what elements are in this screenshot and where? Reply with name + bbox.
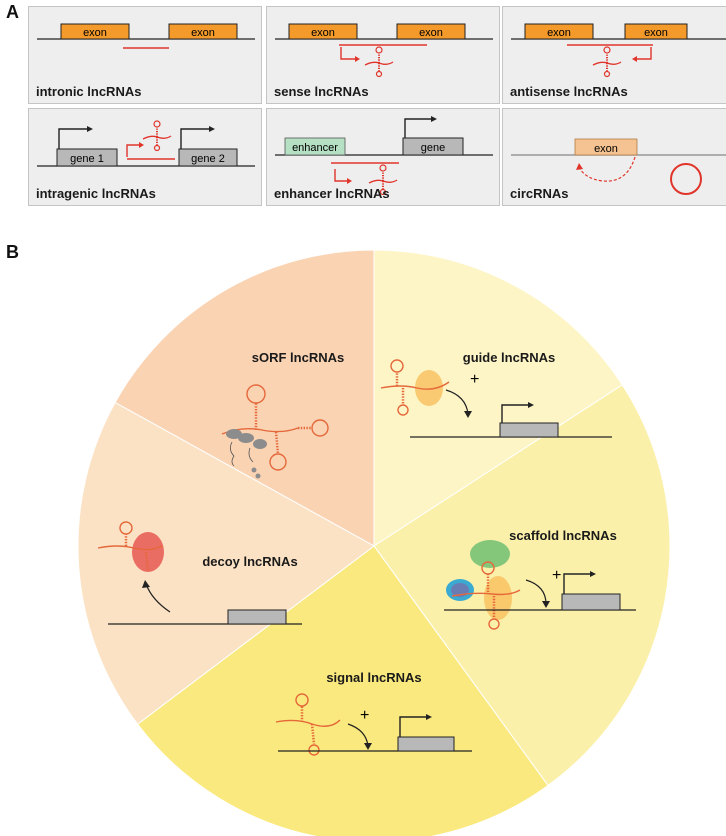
gene-block: [402, 137, 464, 156]
gene-1-block: [56, 148, 118, 167]
gene-1-promoter-arrow: [58, 128, 87, 149]
gene-2-block: [178, 148, 238, 167]
gene-promoter-arrow: [404, 118, 431, 138]
target-gene-block: [499, 422, 559, 438]
intronic-lncrnas-box: exon exon intronic lncRNAs: [28, 6, 262, 104]
exon-2-label: exon: [419, 27, 443, 39]
intronic-lncrnas-label: intronic lncRNAs: [36, 84, 142, 99]
panel-a-letter: A: [6, 2, 19, 22]
sense-promoter-arrow: [340, 47, 355, 60]
target-gene-block: [227, 609, 287, 625]
panel-b-letter: B: [6, 242, 19, 262]
exon-1-block: [60, 23, 130, 40]
sense-lncrnas-label: sense lncRNAs: [274, 84, 369, 99]
target-gene-block: [561, 593, 621, 611]
enhancer-lncrnas-diagram: enhancer gene: [275, 116, 493, 196]
exon-2-label: exon: [191, 27, 215, 39]
scaffold-slice-content: scaffold lncRNAs +: [444, 528, 636, 630]
decoy-slice: [77, 401, 375, 725]
ribosome-rna-icon: [221, 384, 329, 479]
circrnas-diagram: exon: [511, 138, 726, 195]
gene-label: gene: [421, 142, 445, 154]
sorf-slice: [114, 249, 375, 547]
exon-1-label: exon: [547, 27, 571, 39]
rna-hairpin-icon: [364, 46, 394, 78]
guide-rna-icon: [380, 359, 450, 416]
exon-2-block: [168, 23, 238, 40]
guide-slice-content: guide lncRNAs +: [380, 350, 612, 438]
exon-2-label: exon: [644, 27, 668, 39]
sense-lncrnas-box: exon exon sense lncRNAs: [266, 6, 500, 104]
gene-1-label: gene 1: [70, 153, 104, 165]
enhancer-lncrnas-label: enhancer lncRNAs: [274, 186, 390, 201]
decoy-lncrnas-label: decoy lncRNAs: [202, 554, 297, 569]
intragenic-lncrnas-label: intragenic lncRNAs: [36, 186, 156, 201]
antisense-lncrnas-box: exon exon antisense lncRNAs: [502, 6, 726, 104]
rna-hairpin-icon: [368, 164, 398, 196]
circrnas-label: circRNAs: [510, 186, 569, 201]
enhancer-label: enhancer: [292, 142, 338, 154]
enhancer-block: [284, 137, 346, 156]
enhancer-lncrnas-box: enhancer gene enhancer lncRNAs: [266, 108, 500, 206]
exon-block: [574, 138, 638, 156]
intragenic-lncrnas-box: gene 1 gene 2 intragenic lncRNAs: [28, 108, 262, 206]
signal-rna-icon: [275, 693, 341, 756]
circrnas-box: exon circRNAs: [502, 108, 726, 206]
activation-plus-sign: +: [360, 707, 369, 724]
antisense-lncrnas-diagram: exon exon: [511, 23, 726, 78]
scaffold-lncrnas-label: scaffold lncRNAs: [509, 528, 617, 543]
scaffold-complex-icon: [446, 540, 521, 630]
activation-plus-sign: +: [552, 567, 561, 584]
signal-slice: [136, 545, 549, 836]
decoy-slice-content: decoy lncRNAs: [97, 521, 302, 625]
target-gene-block: [397, 736, 455, 752]
back-splice-arrow: [578, 156, 636, 182]
activation-plus-sign: +: [470, 371, 479, 388]
guide-lncrnas-label: guide lncRNAs: [463, 350, 555, 365]
guide-slice: [373, 249, 623, 547]
intronic-lncrnas-diagram: exon exon: [37, 23, 255, 49]
sense-lncrnas-diagram: exon exon: [275, 23, 493, 78]
circular-rna-ring: [670, 163, 702, 195]
sorf-lncrnas-label: sORF lncRNAs: [252, 350, 344, 365]
exon-1-label: exon: [83, 27, 107, 39]
gene-2-label: gene 2: [191, 153, 225, 165]
rna-hairpin-icon: [142, 120, 172, 152]
rna-hairpin-icon: [592, 46, 622, 78]
exon-label: exon: [594, 143, 618, 155]
intragenic-lncrnas-diagram: gene 1 gene 2: [37, 120, 255, 167]
sorf-slice-content: sORF lncRNAs: [221, 350, 344, 479]
scaffold-slice: [373, 384, 671, 787]
signal-lncrnas-label: signal lncRNAs: [326, 670, 421, 685]
antisense-promoter-arrow: [637, 47, 652, 60]
antisense-lncrnas-label: antisense lncRNAs: [510, 84, 628, 99]
signal-slice-content: signal lncRNAs +: [275, 670, 472, 756]
gene-2-promoter-arrow: [180, 128, 209, 149]
exon-1-label: exon: [311, 27, 335, 39]
decoy-rna-icon: [97, 521, 164, 572]
